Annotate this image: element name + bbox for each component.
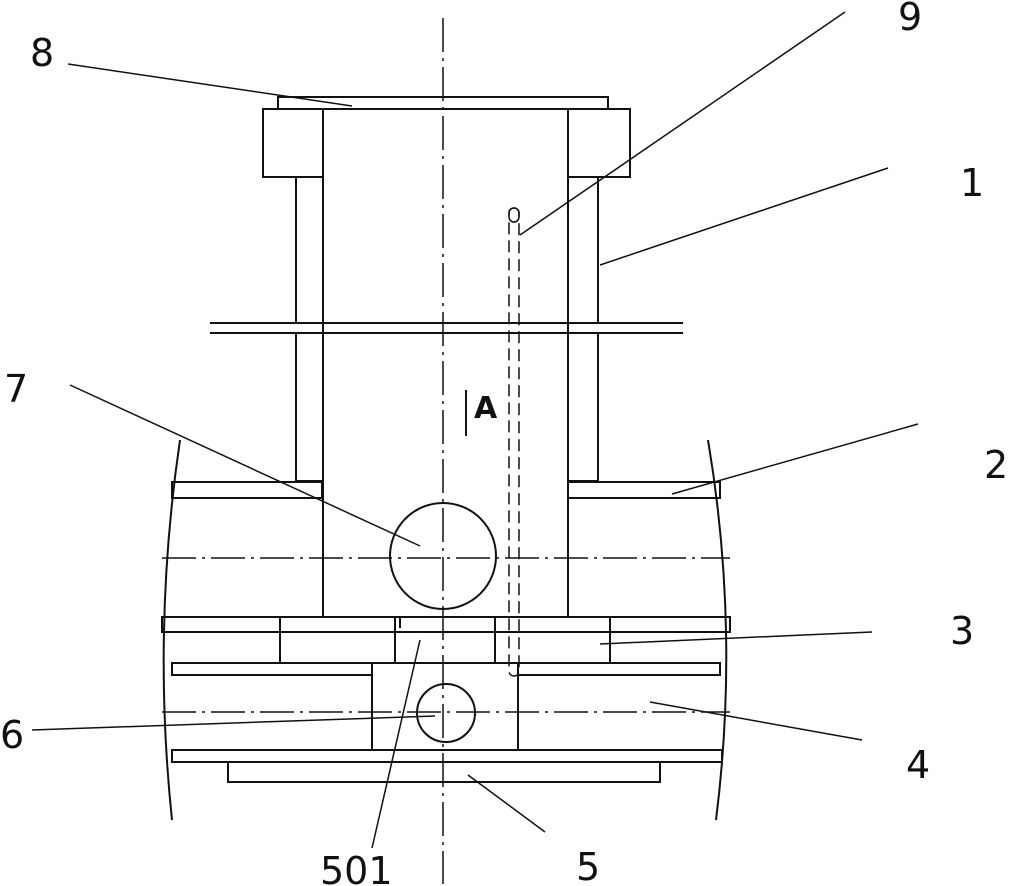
label-2: 2 — [984, 443, 1008, 487]
label-6: 6 — [0, 713, 24, 757]
separator-wall — [161, 616, 731, 633]
label-9: 9 — [898, 0, 922, 39]
probe-rod — [508, 207, 520, 677]
small-hole — [416, 683, 476, 743]
view-a-label: A — [474, 391, 498, 426]
vertical-tube-body — [262, 108, 631, 617]
upper-channel — [162, 481, 730, 559]
lower-channel — [162, 662, 730, 763]
leader-lines — [31, 11, 919, 849]
label-3: 3 — [950, 609, 974, 653]
right-boundary-curve — [707, 439, 728, 821]
bottom-plate — [227, 761, 661, 783]
top-cover-plate — [277, 96, 609, 110]
large-hole — [389, 502, 497, 610]
label-7: 7 — [4, 367, 28, 411]
left-boundary-curve — [162, 439, 181, 821]
label-4: 4 — [906, 743, 930, 787]
label-5: 5 — [576, 845, 600, 886]
label-8: 8 — [30, 31, 54, 75]
label-1: 1 — [960, 161, 984, 205]
valve-block — [279, 616, 611, 664]
label-501: 501 — [320, 849, 393, 886]
